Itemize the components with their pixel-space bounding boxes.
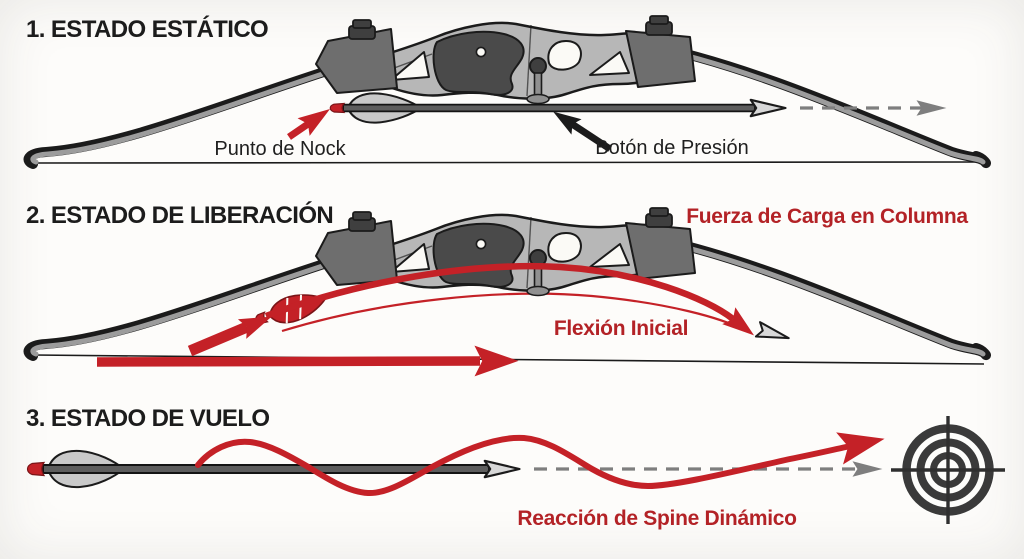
dynamic-spine-label: Reacción de Spine Dinámico [517, 507, 797, 530]
section-flight-state [26, 416, 1005, 524]
plunger-pointer-arrow [553, 111, 612, 152]
arrow-nock [329, 102, 346, 114]
bow-release [29, 208, 986, 356]
initial-flex-label: Flexión Inicial [553, 317, 689, 340]
section-static-state [29, 16, 986, 164]
forward-thrust-arrow [96, 345, 519, 377]
target-crosshair [891, 416, 1005, 524]
column-load-flex-curve [264, 262, 755, 336]
column-load-label: Fuerza de Carga en Columna [686, 205, 968, 228]
pressure-button-label: Botón de Presión [595, 137, 749, 159]
release-direction-arrowhead [754, 321, 790, 340]
dynamic-spine-wave [195, 432, 885, 497]
nock-point-pointer-arrow [287, 108, 331, 140]
nock-point-label: Punto de Nock [214, 138, 346, 160]
section-release-state [29, 208, 986, 377]
spine-flex-ghost-line [281, 292, 745, 333]
target-icon [891, 416, 1005, 524]
flight-arrow-nock [26, 461, 46, 477]
section-3-title: 3. ESTADO DE VUELO [26, 405, 270, 432]
section-2-title: 2. ESTADO DE LIBERACIÓN [26, 202, 334, 229]
section-1-title: 1. ESTADO ESTÁTICO [26, 16, 269, 43]
release-push-pointer-arrow [187, 316, 272, 357]
bow-string [32, 161, 985, 164]
